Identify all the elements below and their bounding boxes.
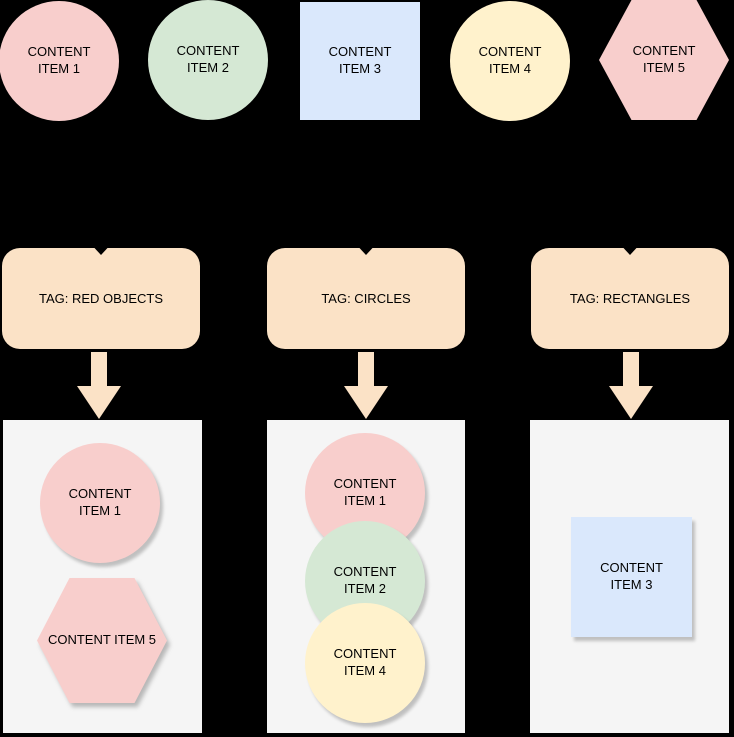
group-item-label: CONTENT ITEM 4 [333, 646, 397, 678]
arrow-head [77, 386, 121, 419]
down-arrow-icon [344, 352, 388, 419]
content-item-3: CONTENT ITEM 3 [300, 2, 420, 120]
group-rectangles-item-3: CONTENT ITEM 3 [571, 517, 692, 637]
tag-red-objects-label: TAG: RED OBJECTS [39, 291, 163, 306]
group-item-label: CONTENT ITEM 2 [333, 564, 397, 596]
content-item-4-label: CONTENT ITEM 4 [478, 44, 542, 76]
tag-circles: TAG: CIRCLES [267, 248, 465, 349]
group-red-objects-item-5: CONTENT ITEM 5 [37, 578, 167, 703]
arrowhead-icon [94, 248, 108, 255]
tag-rectangles: TAG: RECTANGLES [531, 248, 729, 349]
arrow-head [344, 386, 388, 419]
group-item-label: CONTENT ITEM 1 [68, 486, 132, 518]
group-red-objects-item-1: CONTENT ITEM 1 [40, 443, 160, 563]
group-circles-item-4: CONTENT ITEM 4 [305, 603, 425, 723]
hexagon-shape: CONTENT ITEM 5 [37, 578, 167, 703]
group-rectangles: CONTENT ITEM 3 [530, 420, 729, 733]
tag-circles-label: TAG: CIRCLES [321, 291, 411, 306]
down-arrow-icon [609, 352, 653, 419]
group-item-label: CONTENT ITEM 5 [47, 632, 157, 648]
group-circles: CONTENT ITEM 1 CONTENT ITEM 2 CONTENT IT… [267, 420, 465, 733]
content-item-5-label: CONTENT ITEM 5 [632, 43, 696, 75]
down-arrow-icon [77, 352, 121, 419]
content-item-2-label: CONTENT ITEM 2 [176, 43, 240, 75]
arrow-head [609, 386, 653, 419]
arrowhead-icon [359, 248, 373, 255]
arrow-shaft [358, 352, 374, 387]
arrow-shaft [91, 352, 107, 387]
arrow-shaft [623, 352, 639, 387]
content-item-3-label: CONTENT ITEM 3 [328, 44, 392, 76]
tag-rectangles-label: TAG: RECTANGLES [569, 291, 691, 306]
hexagon-shape: CONTENT ITEM 5 [599, 0, 729, 120]
group-red-objects: CONTENT ITEM 1 CONTENT ITEM 5 [3, 420, 202, 733]
tag-red-objects: TAG: RED OBJECTS [2, 248, 200, 349]
content-item-2: CONTENT ITEM 2 [148, 0, 268, 120]
content-item-1-label: CONTENT ITEM 1 [27, 44, 91, 76]
content-item-1: CONTENT ITEM 1 [0, 1, 119, 121]
group-item-label: CONTENT ITEM 1 [333, 476, 397, 508]
content-item-5: CONTENT ITEM 5 [599, 0, 729, 120]
content-item-4: CONTENT ITEM 4 [450, 1, 570, 121]
arrowhead-icon [623, 248, 637, 255]
group-item-label: CONTENT ITEM 3 [600, 560, 663, 592]
